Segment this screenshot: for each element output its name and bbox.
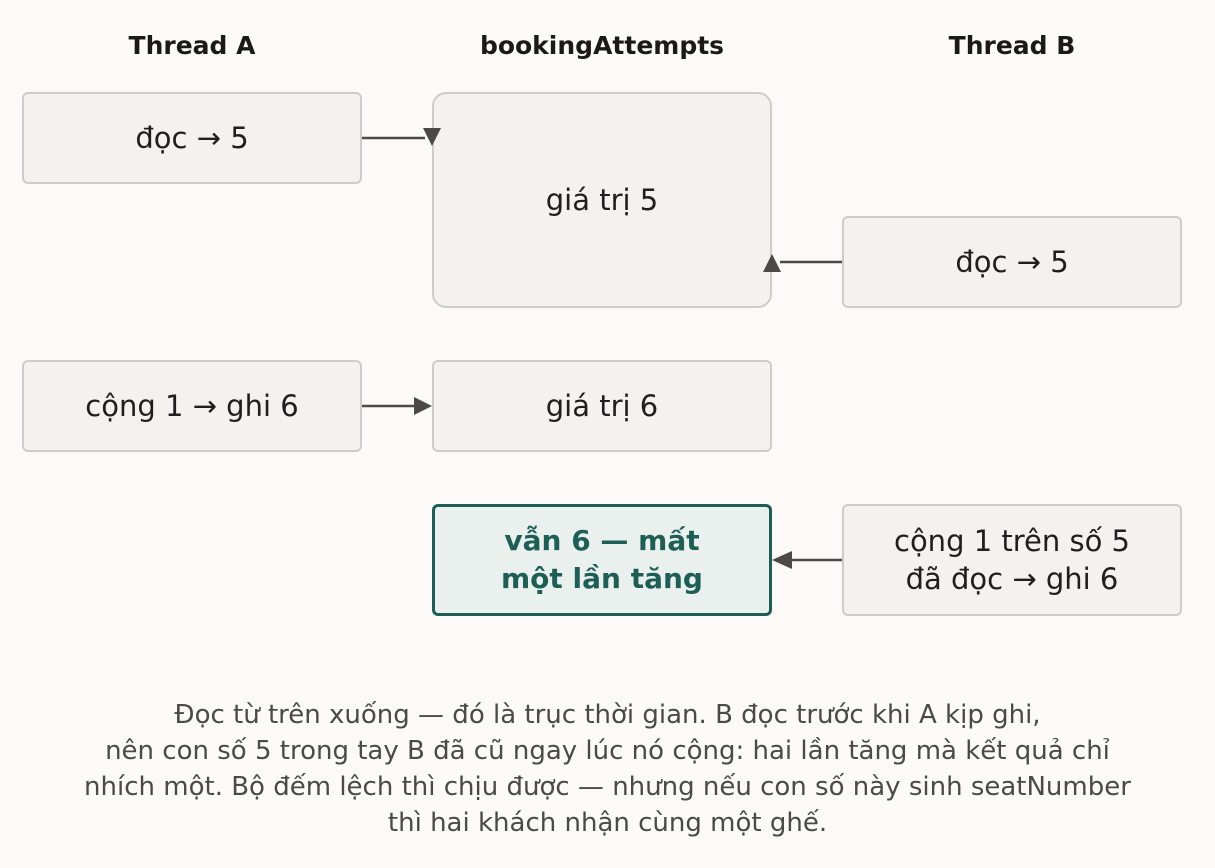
thread-a-read-label: đọc → 5 [135,121,249,155]
shared-value-5-box: giá trị 5 [432,92,772,308]
header-booking-attempts: bookingAttempts [479,31,725,60]
shared-value-5-label: giá trị 5 [545,183,659,217]
arrowhead-a-write [414,397,432,415]
thread-b-read-box: đọc → 5 [842,216,1182,308]
thread-a-read-box: đọc → 5 [22,92,362,184]
thread-b-write-label: cộng 1 trên số 5 đã đọc → ghi 6 [894,524,1130,596]
shared-value-6-label: giá trị 6 [545,389,659,423]
shared-value-6-box: giá trị 6 [432,360,772,452]
header-thread-b: Thread B [948,31,1076,60]
shared-result-label: vẫn 6 — mất một lần tăng [501,524,703,595]
thread-a-write-label: cộng 1 → ghi 6 [85,389,299,423]
thread-b-read-label: đọc → 5 [955,245,1069,279]
caption-text: Đọc từ trên xuống — đó là trục thời gian… [84,700,1131,838]
thread-a-write-box: cộng 1 → ghi 6 [22,360,362,452]
arrowhead-b-write [772,551,792,569]
header-thread-a: Thread A [128,31,256,60]
shared-result-box: vẫn 6 — mất một lần tăng [432,504,772,616]
thread-b-write-box: cộng 1 trên số 5 đã đọc → ghi 6 [842,504,1182,616]
